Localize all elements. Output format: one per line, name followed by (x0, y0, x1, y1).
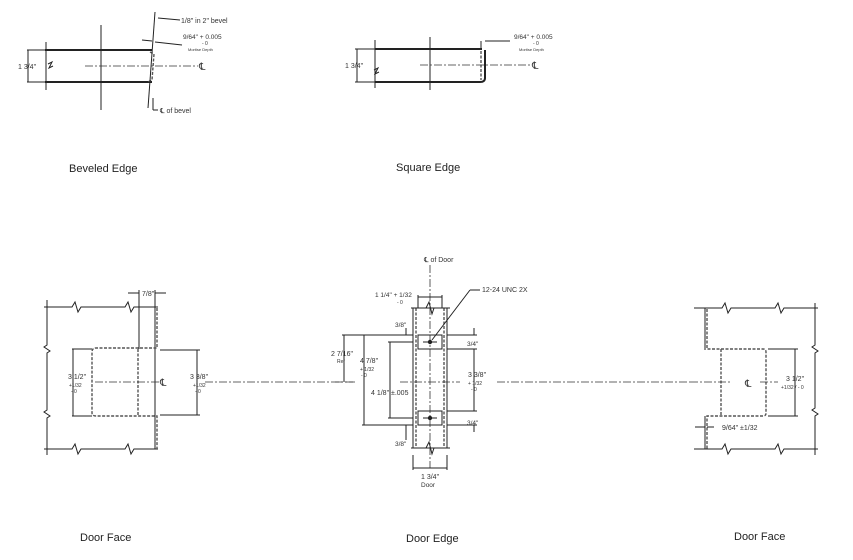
face-right-height-tol: +1/32 / - 0 (781, 385, 804, 391)
door-edge-view: ℄ of Door 12-24 UNC 2X 1 1/4" + 1/32 - 0… (331, 257, 690, 489)
door-face-right-view: ℄ 3 1/2" +1/32 / - 0 9/64" ±1/32 (690, 301, 819, 456)
caption-door-face-left: Door Face (80, 532, 132, 544)
bevel-mortise-tol: - 0 (202, 41, 208, 47)
square-edge-view: 9/64" + 0.005 - 0 Mortise Depth 1 3/4" ℄ (345, 34, 553, 90)
edge-overall: 4 7/8" (360, 358, 379, 365)
edge-overall-tol2: - 0 (361, 373, 367, 379)
caption-door-face-right: Door Face (734, 531, 786, 543)
edge-screw-note: 12-24 UNC 2X (482, 287, 528, 294)
square-mortise-dim: 9/64" + 0.005 (514, 34, 553, 41)
face-left-height-b-tol2: - 0 (195, 389, 201, 395)
bevel-thickness: 1 3/4" (18, 64, 37, 71)
beveled-edge-view: 1/8" in 2" bevel 9/64" + 0.005 - 0 Morti… (18, 11, 228, 115)
edge-bottom-offset: 3/8" (395, 441, 407, 448)
edge-width: 1 1/4" + 1/32 (375, 292, 412, 299)
face-left-height-a-tol2: - 0 (71, 389, 77, 395)
edge-plate-bottom: 3/4" (467, 420, 479, 427)
square-mortise-label: Mortise Depth (519, 47, 544, 52)
face-left-height-b: 3 3/8" (190, 374, 209, 381)
edge-overall-tol1: + 1/32 (360, 367, 374, 373)
caption-beveled-edge: Beveled Edge (69, 163, 138, 175)
caption-square-edge: Square Edge (396, 162, 461, 174)
bevel-cl-note: ℄ of bevel (159, 108, 191, 115)
edge-width-tol: - 0 (397, 300, 403, 306)
edge-ref-label: Ref (337, 359, 345, 365)
face-left-height-b-tol1: +1/32 (193, 383, 206, 389)
face-left-height-a-tol1: +1/32 (69, 383, 82, 389)
edge-mortise-tol1: + 1/32 (468, 381, 482, 387)
face-left-height-a: 3 1/2" (68, 374, 87, 381)
bevel-mortise-dim: 9/64" + 0.005 (183, 34, 222, 41)
edge-plate-top: 3/4" (467, 341, 479, 348)
face-right-height: 3 1/2" (786, 376, 805, 383)
bevel-centerline: ℄ (198, 62, 206, 73)
edge-holes: 4 1/8" ±.005 (371, 390, 409, 397)
square-thickness: 1 3/4" (345, 63, 364, 70)
bevel-note: 1/8" in 2" bevel (181, 18, 228, 25)
edge-mortise: 3 3/8" (468, 372, 487, 379)
face-left-offset: 7/8" (142, 291, 155, 298)
square-mortise-tol: - 0 (533, 41, 539, 47)
edge-mortise-tol2: - 0 (471, 387, 477, 393)
edge-top-offset: 3/8" (395, 322, 407, 329)
bevel-mortise-label: Mortise Depth (188, 47, 213, 52)
door-face-left-view: 7/8" 3 1/2" +1/32 - 0 3 3/8" +1/32 - 0 ℄ (43, 290, 355, 456)
face-left-centerline: ℄ (159, 378, 167, 389)
square-centerline: ℄ (531, 61, 539, 72)
edge-door-label: Door (421, 482, 436, 489)
face-right-depth: 9/64" ±1/32 (722, 425, 758, 432)
face-right-centerline: ℄ (744, 379, 752, 390)
caption-door-edge: Door Edge (406, 533, 459, 545)
edge-cl-door: ℄ of Door (423, 257, 454, 264)
edge-door-thk: 1 3/4" (421, 474, 440, 481)
edge-ref-dim: 2 7/16" (331, 351, 353, 358)
